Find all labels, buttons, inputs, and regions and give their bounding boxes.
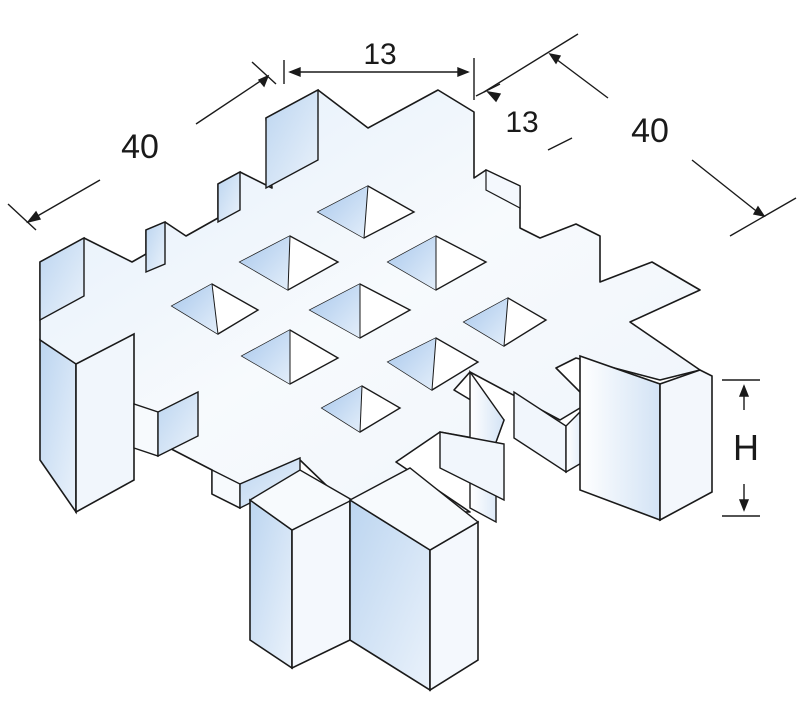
pitch-y-label: 13: [505, 106, 538, 139]
hole: [320, 385, 402, 433]
hole: [238, 235, 340, 291]
hole: [170, 283, 260, 335]
hole: [240, 329, 340, 385]
pitch-x-label: 13: [363, 38, 396, 71]
grating-holes: [170, 185, 548, 433]
left-front-faces: [39, 332, 301, 515]
length-left-label: 40: [121, 128, 159, 166]
left-edge-notches: [39, 88, 319, 322]
front-center-bar: [248, 467, 480, 692]
hole: [462, 297, 548, 347]
height-label: H: [733, 427, 759, 468]
hole: [308, 283, 412, 339]
dimension-length-right: [483, 33, 797, 237]
hole: [386, 337, 480, 391]
length-right-label: 40: [631, 112, 669, 150]
dimension-height: [722, 379, 760, 517]
hole: [386, 235, 488, 291]
dimension-pitch-top: [283, 58, 475, 100]
right-side-faces: [439, 169, 713, 524]
dimension-length-left: [7, 61, 277, 231]
hole: [316, 185, 416, 239]
